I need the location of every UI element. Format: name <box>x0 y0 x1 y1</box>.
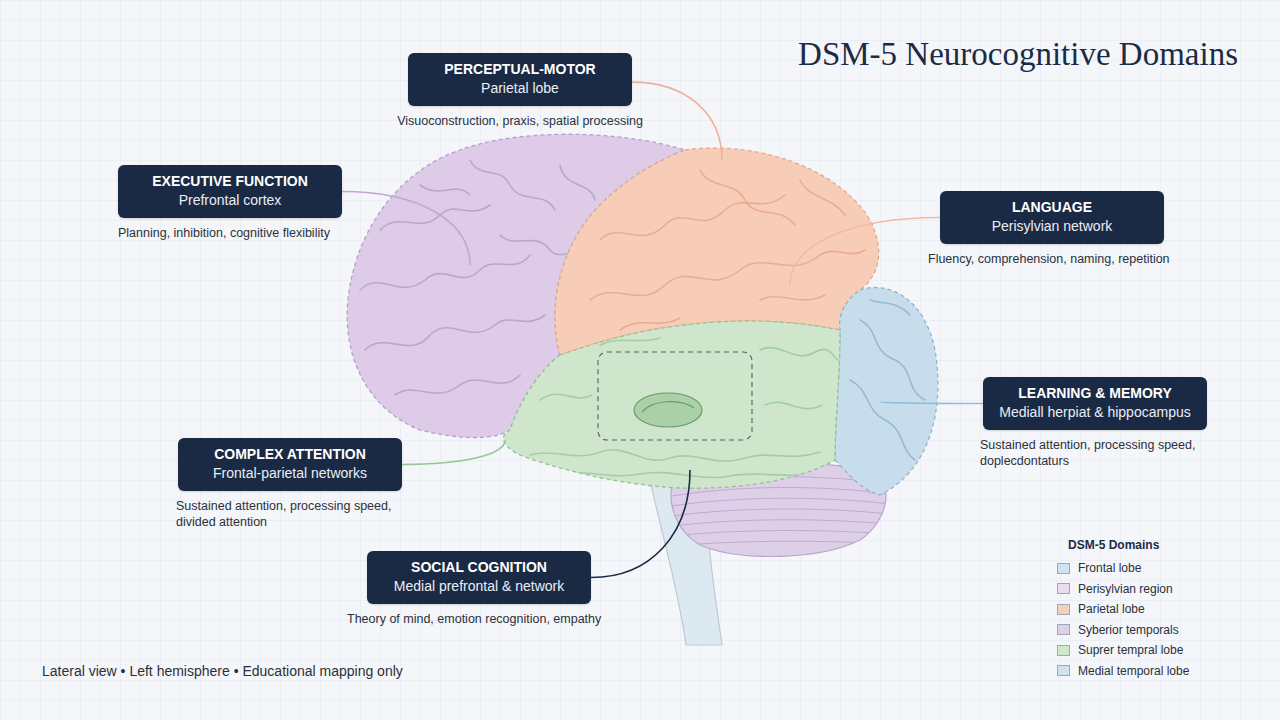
domain-heading: LEARNING & MEMORY <box>999 384 1191 403</box>
domain-box: COMPLEX ATTENTIONFrontal-parietal networ… <box>178 438 402 491</box>
domain-description: Fluency, comprehension, naming, repetiti… <box>928 251 1228 267</box>
illustration-part <box>765 402 822 408</box>
parietal-gyri <box>590 170 865 330</box>
illustration-part <box>850 380 915 460</box>
illustration-part <box>380 205 490 230</box>
domain-description: Sustained attention, processing speed, d… <box>980 437 1225 469</box>
region-name: Medial prefrontal & network <box>383 577 575 596</box>
illustration-part <box>800 180 845 215</box>
leader-line <box>402 440 505 465</box>
illustration-part <box>860 320 925 400</box>
domain-heading: LANGUAGE <box>956 198 1148 217</box>
domain-callout: LANGUAGEPerisylvian networkFluency, comp… <box>940 191 1228 267</box>
illustration-part <box>420 185 470 195</box>
legend-row: Syberior temporals <box>1057 620 1189 641</box>
illustration-part <box>700 170 795 225</box>
domain-heading: EXECUTIVE FUNCTION <box>134 172 326 191</box>
region-name: Mediall herpiat & hippocampus <box>999 403 1191 422</box>
illustration-part <box>672 541 890 546</box>
illustration-part <box>395 375 520 395</box>
domain-callout: COMPLEX ATTENTIONFrontal-parietal networ… <box>178 438 421 530</box>
legend-text: Perisylvian region <box>1078 582 1173 596</box>
domain-heading: COMPLEX ATTENTION <box>194 445 386 464</box>
domain-box: LEARNING & MEMORYMediall herpiat & hippo… <box>983 377 1207 430</box>
illustration-part <box>760 348 838 360</box>
domain-box: SOCIAL COGNITIONMedial prefrontal & netw… <box>367 551 591 604</box>
legend-swatch <box>1057 624 1070 635</box>
illustration-part <box>365 315 545 350</box>
domain-box: PERCEPTUAL-MOTORParietal lobe <box>408 53 632 106</box>
legend-text: Medial temporal lobe <box>1078 664 1189 678</box>
region-name: Prefrontal cortex <box>134 191 326 210</box>
legend-swatch <box>1057 645 1070 656</box>
domain-description: Sustained attention, processing speed, d… <box>176 498 421 530</box>
illustration-part <box>540 394 592 400</box>
region-name: Parietal lobe <box>424 79 616 98</box>
domain-callout: SOCIAL COGNITIONMedial prefrontal & netw… <box>367 551 647 627</box>
focus-box <box>598 352 752 440</box>
region-name: Frontal-parietal networks <box>194 464 386 483</box>
domain-heading: SOCIAL COGNITION <box>383 558 575 577</box>
view-caption: Lateral view • Left hemisphere • Educati… <box>42 663 403 679</box>
legend-row: Medial temporal lobe <box>1057 661 1189 682</box>
domain-box: LANGUAGEPerisylvian network <box>940 191 1164 244</box>
legend-text: Frontal lobe <box>1078 561 1141 575</box>
illustration-part <box>560 165 595 200</box>
legend: Frontal lobePerisylvian regionParietal l… <box>1057 558 1189 681</box>
hippocampus-fold <box>642 402 694 412</box>
occipital-lobe <box>835 288 938 496</box>
legend-text: Syberior temporals <box>1078 623 1179 637</box>
illustration-part <box>672 520 890 526</box>
leader-line <box>632 82 722 160</box>
illustration-part <box>600 338 660 345</box>
legend-text: Parietal lobe <box>1078 602 1145 616</box>
diagram-title: DSM-5 Neurocognitive Domains <box>798 36 1238 73</box>
domain-description: Planning, inhibition, cognitive flexibil… <box>118 225 418 241</box>
temporal-lobe <box>503 321 840 488</box>
illustration-part <box>870 300 910 315</box>
legend-heading: DSM-5 Domains <box>1068 538 1159 552</box>
illustration-part <box>470 160 555 210</box>
domain-callout: PERCEPTUAL-MOTORParietal lobeVisuoconstr… <box>408 53 670 129</box>
leader-line <box>880 402 983 404</box>
illustration-part <box>530 450 820 461</box>
hippocampus <box>634 393 702 427</box>
leader-line <box>591 470 690 578</box>
legend-swatch <box>1057 604 1070 615</box>
domain-box: EXECUTIVE FUNCTIONPrefrontal cortex <box>118 165 342 218</box>
leader-line <box>790 218 940 286</box>
legend-row: Suprer tempral lobe <box>1057 640 1189 661</box>
illustration-part <box>760 295 825 300</box>
legend-row: Parietal lobe <box>1057 599 1189 620</box>
region-name: Perisylvian network <box>956 217 1148 236</box>
domain-description: Theory of mind, emotion recognition, emp… <box>347 611 647 627</box>
domain-callout: LEARNING & MEMORYMediall herpiat & hippo… <box>983 377 1225 469</box>
legend-swatch <box>1057 563 1070 574</box>
occipital-gyri <box>850 300 925 460</box>
illustration-part <box>600 195 785 240</box>
domain-callout: EXECUTIVE FUNCTIONPrefrontal cortexPlann… <box>118 165 418 241</box>
illustration-part <box>672 498 890 506</box>
temporal-gyri <box>530 338 838 478</box>
legend-row: Frontal lobe <box>1057 558 1189 579</box>
legend-swatch <box>1057 583 1070 594</box>
illustration-part <box>672 530 890 536</box>
illustration-part <box>360 255 530 290</box>
leader-line <box>342 192 470 266</box>
illustration-part <box>590 250 865 300</box>
legend-row: Perisylvian region <box>1057 579 1189 600</box>
domain-description: Visuoconstruction, praxis, spatial proce… <box>370 113 670 129</box>
legend-text: Suprer tempral lobe <box>1078 643 1183 657</box>
legend-swatch <box>1057 665 1070 676</box>
illustration-part <box>560 472 820 478</box>
domain-heading: PERCEPTUAL-MOTOR <box>424 60 616 79</box>
illustration-part <box>672 509 890 516</box>
